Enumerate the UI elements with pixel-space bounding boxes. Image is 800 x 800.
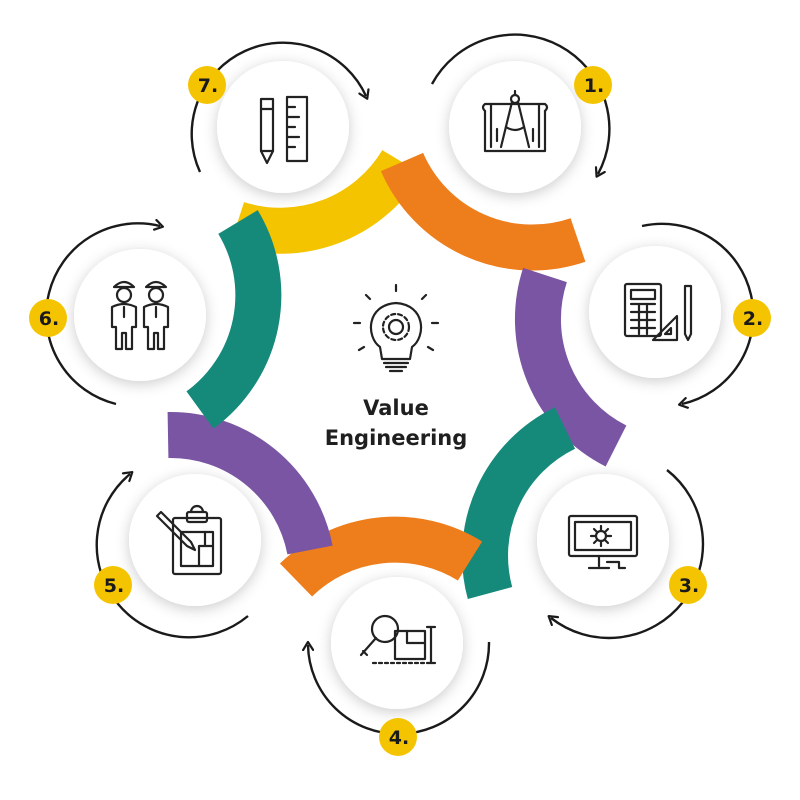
step-5-circle xyxy=(129,474,261,606)
calculator-drafting-icon xyxy=(623,282,693,342)
lightbulb-gear-icon xyxy=(352,283,440,373)
step-badges: 1. 2. 3. 4. 5. 6. 7. xyxy=(29,66,771,756)
ring-bands xyxy=(167,149,627,600)
step-1-label: 1. xyxy=(584,75,604,97)
step-1-circle xyxy=(449,61,581,193)
step-3-label: 3. xyxy=(679,575,699,597)
step-7-label: 7. xyxy=(198,75,218,97)
center-title-line-2: Engineering xyxy=(325,426,468,450)
step-4-badge xyxy=(379,718,417,756)
arrow-5 xyxy=(95,474,249,639)
step-6-badge xyxy=(29,299,67,337)
step-7-circle xyxy=(217,61,349,193)
arrow-1 xyxy=(430,33,611,174)
step-1-badge xyxy=(574,66,612,104)
computer-gear-icon xyxy=(567,514,639,570)
band-teal-right xyxy=(462,407,576,600)
step-4-label: 4. xyxy=(389,727,409,749)
arrow-7 xyxy=(190,41,366,173)
magnifier-floorplan-icon xyxy=(359,614,437,665)
arrow-6 xyxy=(45,223,160,406)
step-5-label: 5. xyxy=(104,575,124,597)
pencil-ruler-icon xyxy=(259,95,309,165)
center-title-line-1: Value xyxy=(363,396,429,420)
step-4-circle xyxy=(331,577,463,709)
drafting-compass-blueprint-icon xyxy=(481,89,549,153)
band-purple-right xyxy=(514,267,627,467)
band-orange-top xyxy=(380,152,586,271)
step-2-badge xyxy=(733,299,771,337)
step-nodes xyxy=(74,61,721,709)
step-3-badge xyxy=(669,566,707,604)
engineers-icon xyxy=(110,280,170,351)
step-2-label: 2. xyxy=(743,308,763,330)
arrow-2 xyxy=(641,222,755,404)
clipboard-plan-icon xyxy=(155,504,223,576)
step-7-badge xyxy=(188,66,226,104)
step-6-circle xyxy=(74,249,206,381)
step-6-label: 6. xyxy=(39,308,59,330)
cycle-arrows xyxy=(45,33,755,736)
band-purple-left xyxy=(167,412,333,555)
band-teal-left xyxy=(185,210,282,429)
band-orange-bottom xyxy=(279,516,483,597)
step-5-badge xyxy=(94,566,132,604)
